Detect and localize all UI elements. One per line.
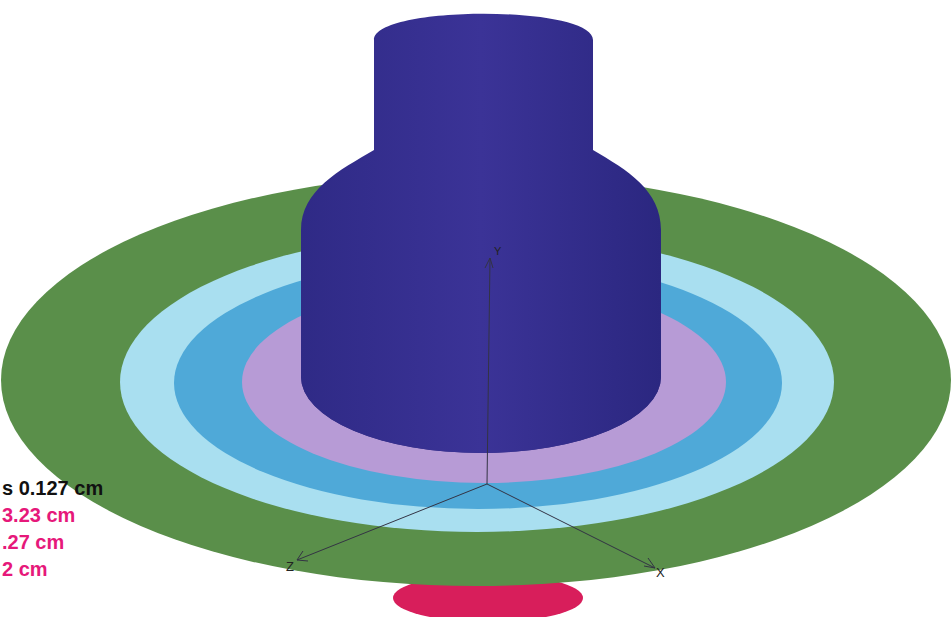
dimension-label: 2 cm (2, 559, 48, 579)
x-arrow (644, 558, 655, 568)
dimension-label: .27 cm (2, 532, 64, 552)
axis-label: X (656, 566, 665, 579)
x-axis (487, 484, 655, 568)
dimension-label: s 0.127 cm (2, 478, 103, 498)
y-arrow (485, 258, 493, 268)
z-axis (297, 484, 487, 560)
axis-label: Y (494, 246, 501, 257)
dimension-label: 3.23 cm (2, 505, 75, 525)
z-arrow (297, 551, 308, 561)
y-axis (487, 258, 490, 484)
central-cylinder (301, 14, 661, 453)
axes (297, 258, 655, 568)
axis-label: Z (286, 560, 294, 573)
